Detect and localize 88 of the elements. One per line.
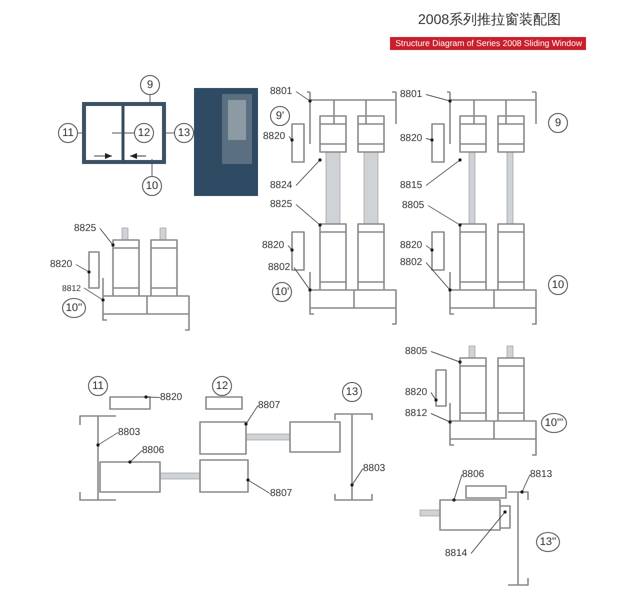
part-number: 8812 <box>405 408 431 419</box>
leader-line <box>426 158 462 186</box>
leader-line <box>76 264 91 274</box>
part-number: 8820 <box>405 387 431 398</box>
handle-profile <box>205 396 243 410</box>
callout-circle: 9 <box>548 113 568 133</box>
leader-line <box>288 136 294 142</box>
sash-profile <box>289 421 341 453</box>
part-number: 8814 <box>445 548 471 559</box>
part-number: 8825 <box>74 223 100 234</box>
callout-circle: 12 <box>134 123 154 143</box>
part-number: 8806 <box>462 469 488 480</box>
callout-circle: 13'' <box>536 532 560 552</box>
sill-section-drawing <box>435 346 537 456</box>
callout-circle: 10'' <box>62 298 86 318</box>
callout-circle: 10''' <box>541 413 567 433</box>
part-number: 8807 <box>270 488 296 499</box>
part-number: 8815 <box>400 180 426 191</box>
leader-line <box>144 395 160 399</box>
leader-line <box>84 288 105 302</box>
part-number: 8802 <box>400 257 426 268</box>
part-number: 8813 <box>530 469 556 480</box>
leader-line <box>296 91 312 103</box>
part-number: 8824 <box>270 180 296 191</box>
leader-line <box>288 245 294 252</box>
leader-line <box>100 228 115 247</box>
leader-line <box>112 132 134 134</box>
callout-circle: 9' <box>270 106 290 126</box>
callout-circle: 10 <box>548 275 568 295</box>
part-number: 8820 <box>263 131 289 142</box>
part-number: 8820 <box>160 392 186 403</box>
part-number: 8805 <box>402 200 428 211</box>
callout-circle: 10' <box>272 282 292 302</box>
part-number: 8820 <box>262 240 288 251</box>
part-number: 8807 <box>258 400 284 411</box>
part-number: 8820 <box>400 240 426 251</box>
leader-line <box>294 267 312 292</box>
sash-profile <box>199 459 249 493</box>
handle-profile <box>109 396 151 410</box>
part-number: 8805 <box>405 346 431 357</box>
callout-circle: 10 <box>142 176 162 196</box>
part-number: 8820 <box>400 133 426 144</box>
leader-line <box>246 478 270 494</box>
frame-profile <box>507 491 529 586</box>
leader-line <box>520 474 530 494</box>
frame-section-drawing <box>291 91 397 325</box>
leader-line <box>426 245 434 252</box>
part-number: 8803 <box>118 427 144 438</box>
leader-line <box>350 468 364 487</box>
leader-line <box>166 132 174 134</box>
callout-circle: 12 <box>212 376 232 396</box>
sash-profile <box>199 421 247 455</box>
sash-profile <box>439 499 501 531</box>
part-number: 8802 <box>268 262 294 273</box>
leader-line <box>128 450 142 464</box>
window-elevation-drawing <box>82 102 166 164</box>
frame-profile <box>79 415 117 501</box>
leader-line <box>430 392 438 402</box>
cover-profile <box>465 485 507 499</box>
leader-line <box>244 405 258 426</box>
leader-line <box>296 158 322 186</box>
callout-circle: 11 <box>58 123 78 143</box>
leader-line <box>96 432 118 447</box>
part-number: 8820 <box>50 259 76 270</box>
part-number: 8803 <box>363 463 389 474</box>
leader-line <box>430 413 452 424</box>
leader-line <box>470 510 507 554</box>
leader-line <box>426 138 434 142</box>
subtitle-banner: Structure Diagram of Series 2008 Sliding Window <box>390 37 586 50</box>
callout-circle: 11 <box>88 376 108 396</box>
part-number: 8825 <box>270 199 296 210</box>
leader-line <box>452 474 462 502</box>
sash-profile <box>99 461 161 493</box>
callout-circle: 13 <box>174 123 194 143</box>
callout-circle: 9 <box>140 75 160 95</box>
callout-circle: 13 <box>342 382 362 402</box>
clip-profile <box>500 505 511 529</box>
leader-line <box>428 205 462 227</box>
frame-section-drawing <box>431 91 537 325</box>
part-number: 8801 <box>270 86 296 97</box>
part-number: 8806 <box>142 445 168 456</box>
leader-line <box>426 94 452 103</box>
leader-line <box>296 204 322 227</box>
leader-line <box>430 351 462 364</box>
leader-line <box>426 262 452 292</box>
part-number: 8812 <box>62 283 84 293</box>
title: 2008系列推拉窗装配图 <box>418 11 562 29</box>
part-number: 8801 <box>400 89 426 100</box>
